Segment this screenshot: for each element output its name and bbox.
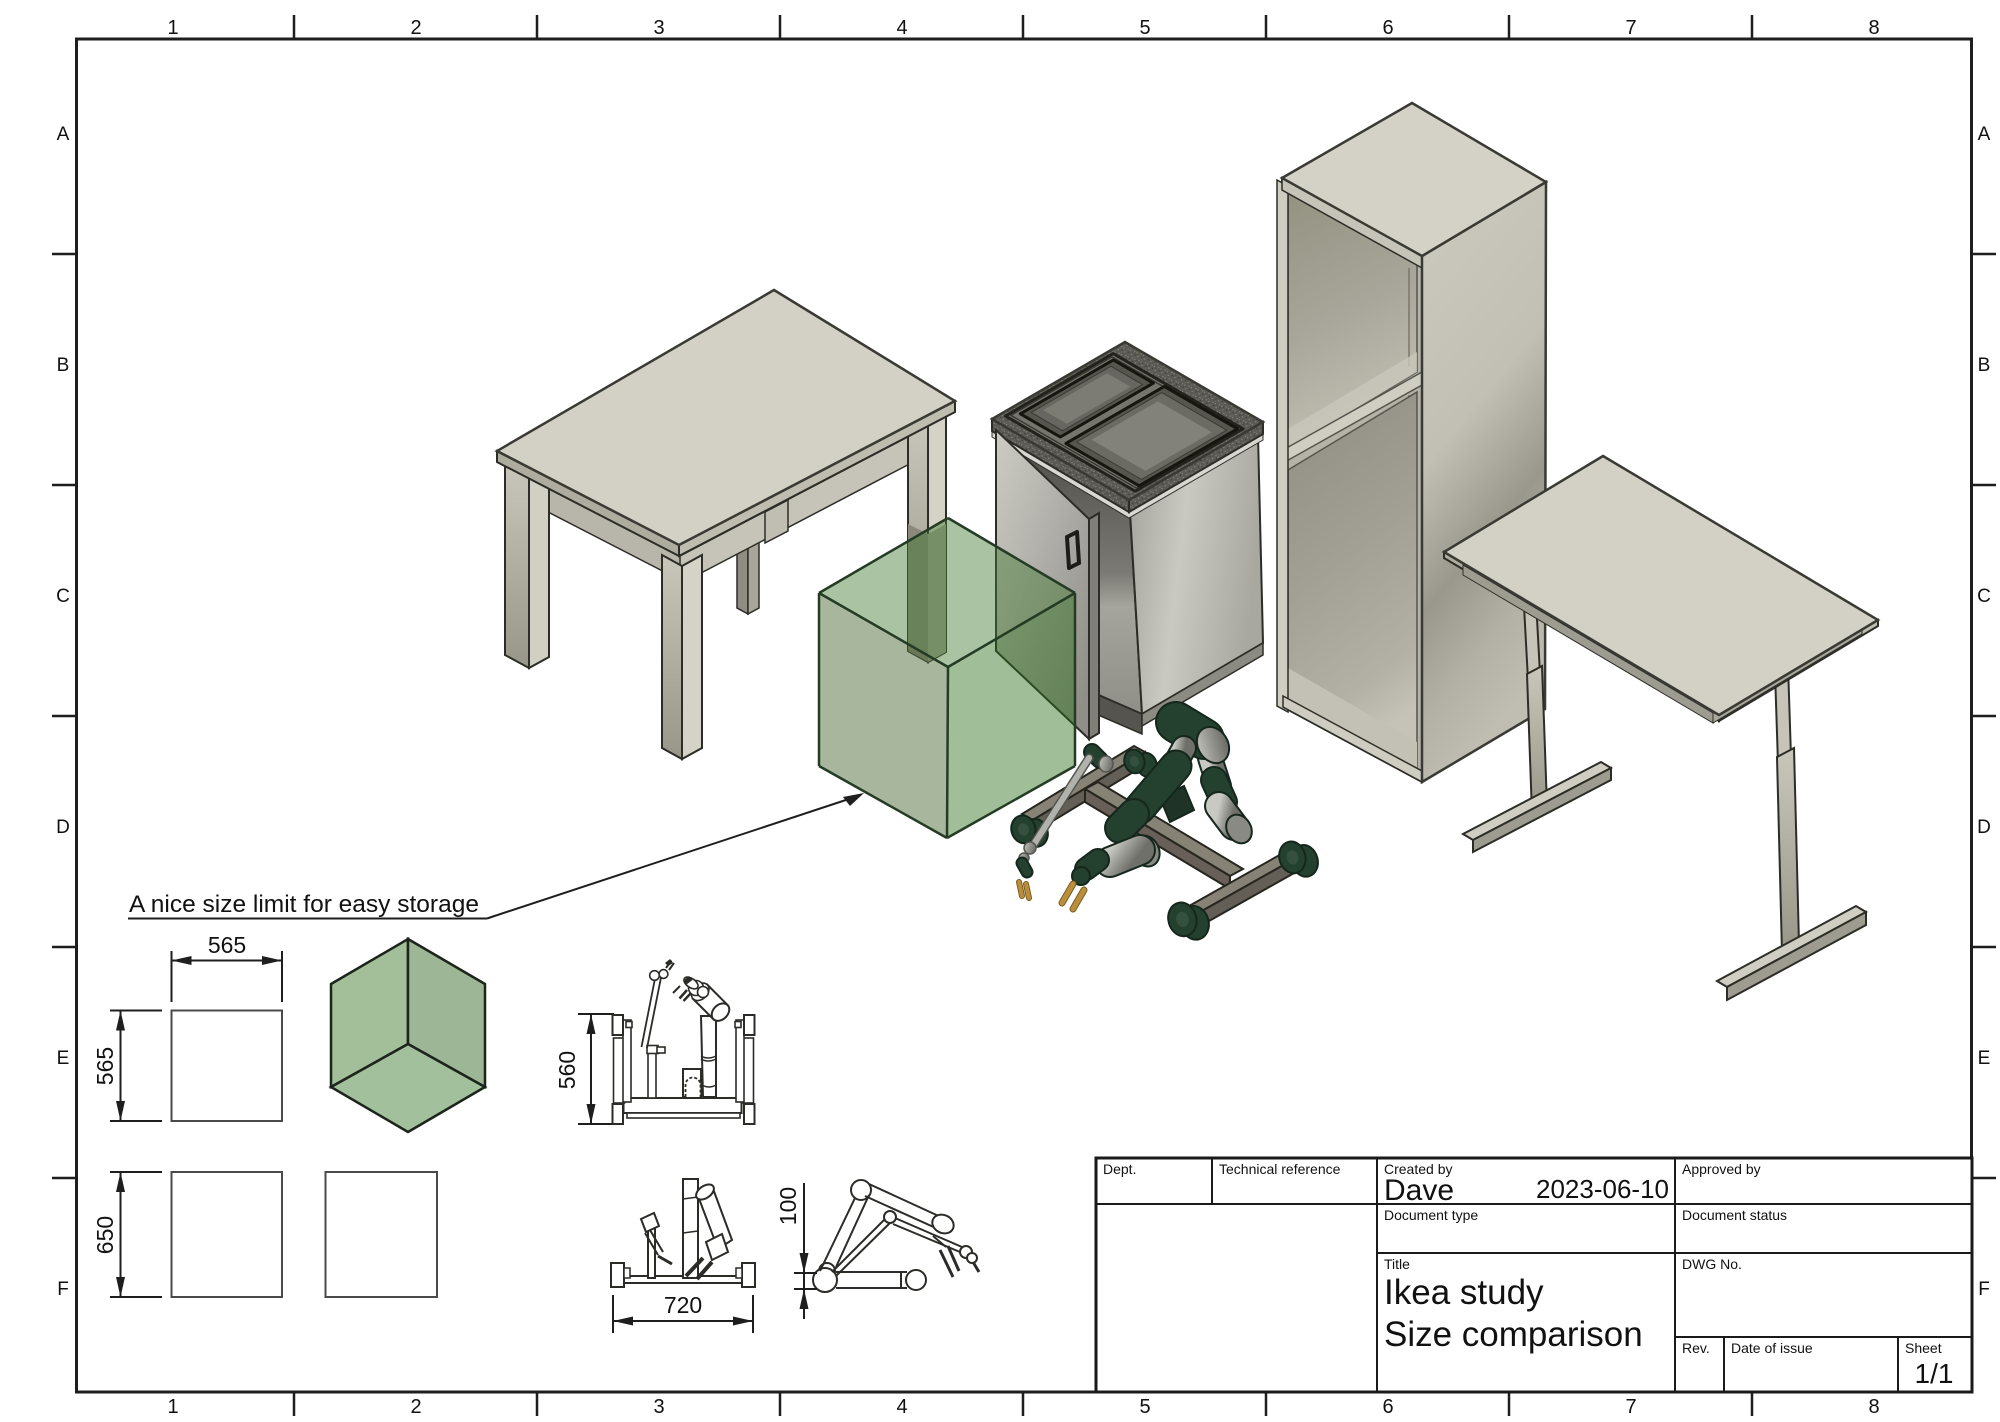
svg-text:DWG No.: DWG No.: [1682, 1256, 1742, 1272]
svg-text:6: 6: [1382, 1396, 1393, 1417]
svg-text:C: C: [1977, 586, 1991, 607]
svg-text:E: E: [57, 1048, 70, 1069]
svg-text:8: 8: [1868, 17, 1879, 39]
svg-text:1: 1: [167, 1396, 178, 1417]
svg-text:7: 7: [1625, 17, 1636, 39]
svg-text:Title: Title: [1384, 1256, 1410, 1272]
svg-text:A: A: [57, 124, 70, 145]
svg-text:2: 2: [410, 1396, 421, 1417]
svg-text:3: 3: [653, 1396, 664, 1417]
svg-text:8: 8: [1868, 1396, 1879, 1417]
svg-text:D: D: [56, 817, 70, 838]
svg-text:A nice size limit for easy sto: A nice size limit for easy storage: [129, 891, 479, 918]
svg-text:565: 565: [208, 932, 246, 958]
svg-text:5: 5: [1139, 1396, 1150, 1417]
svg-text:565: 565: [92, 1047, 118, 1085]
svg-text:C: C: [56, 586, 70, 607]
svg-text:Rev.: Rev.: [1682, 1340, 1710, 1356]
svg-text:D: D: [1977, 817, 1991, 838]
svg-text:720: 720: [664, 1292, 702, 1318]
svg-text:F: F: [57, 1279, 69, 1300]
svg-text:4: 4: [896, 1396, 907, 1417]
svg-text:4: 4: [896, 17, 907, 39]
svg-text:Date of issue: Date of issue: [1731, 1340, 1813, 1356]
svg-text:Technical reference: Technical reference: [1219, 1161, 1341, 1177]
svg-text:560: 560: [554, 1051, 580, 1089]
svg-text:Document status: Document status: [1682, 1207, 1787, 1223]
svg-text:6: 6: [1382, 17, 1393, 39]
svg-text:B: B: [1978, 355, 1991, 376]
svg-text:Dave: Dave: [1384, 1174, 1454, 1207]
svg-text:A: A: [1978, 124, 1991, 145]
svg-text:3: 3: [653, 17, 664, 39]
svg-text:E: E: [1978, 1048, 1991, 1069]
svg-text:Ikea study: Ikea study: [1384, 1273, 1544, 1312]
svg-text:650: 650: [92, 1216, 118, 1254]
svg-text:Created by: Created by: [1384, 1161, 1452, 1177]
svg-text:2: 2: [410, 17, 421, 39]
svg-text:5: 5: [1139, 17, 1150, 39]
svg-text:7: 7: [1625, 1396, 1636, 1417]
svg-text:1: 1: [167, 17, 178, 39]
svg-text:B: B: [57, 355, 70, 376]
svg-text:Approved by: Approved by: [1682, 1161, 1761, 1177]
svg-text:Dept.: Dept.: [1103, 1161, 1136, 1177]
svg-text:1/1: 1/1: [1915, 1358, 1954, 1389]
svg-text:Sheet: Sheet: [1905, 1340, 1942, 1356]
svg-text:100: 100: [775, 1187, 801, 1225]
svg-text:2023-06-10: 2023-06-10: [1536, 1174, 1669, 1204]
svg-text:F: F: [1978, 1279, 1990, 1300]
svg-text:Document type: Document type: [1384, 1207, 1478, 1223]
svg-text:Size comparison: Size comparison: [1384, 1315, 1643, 1354]
